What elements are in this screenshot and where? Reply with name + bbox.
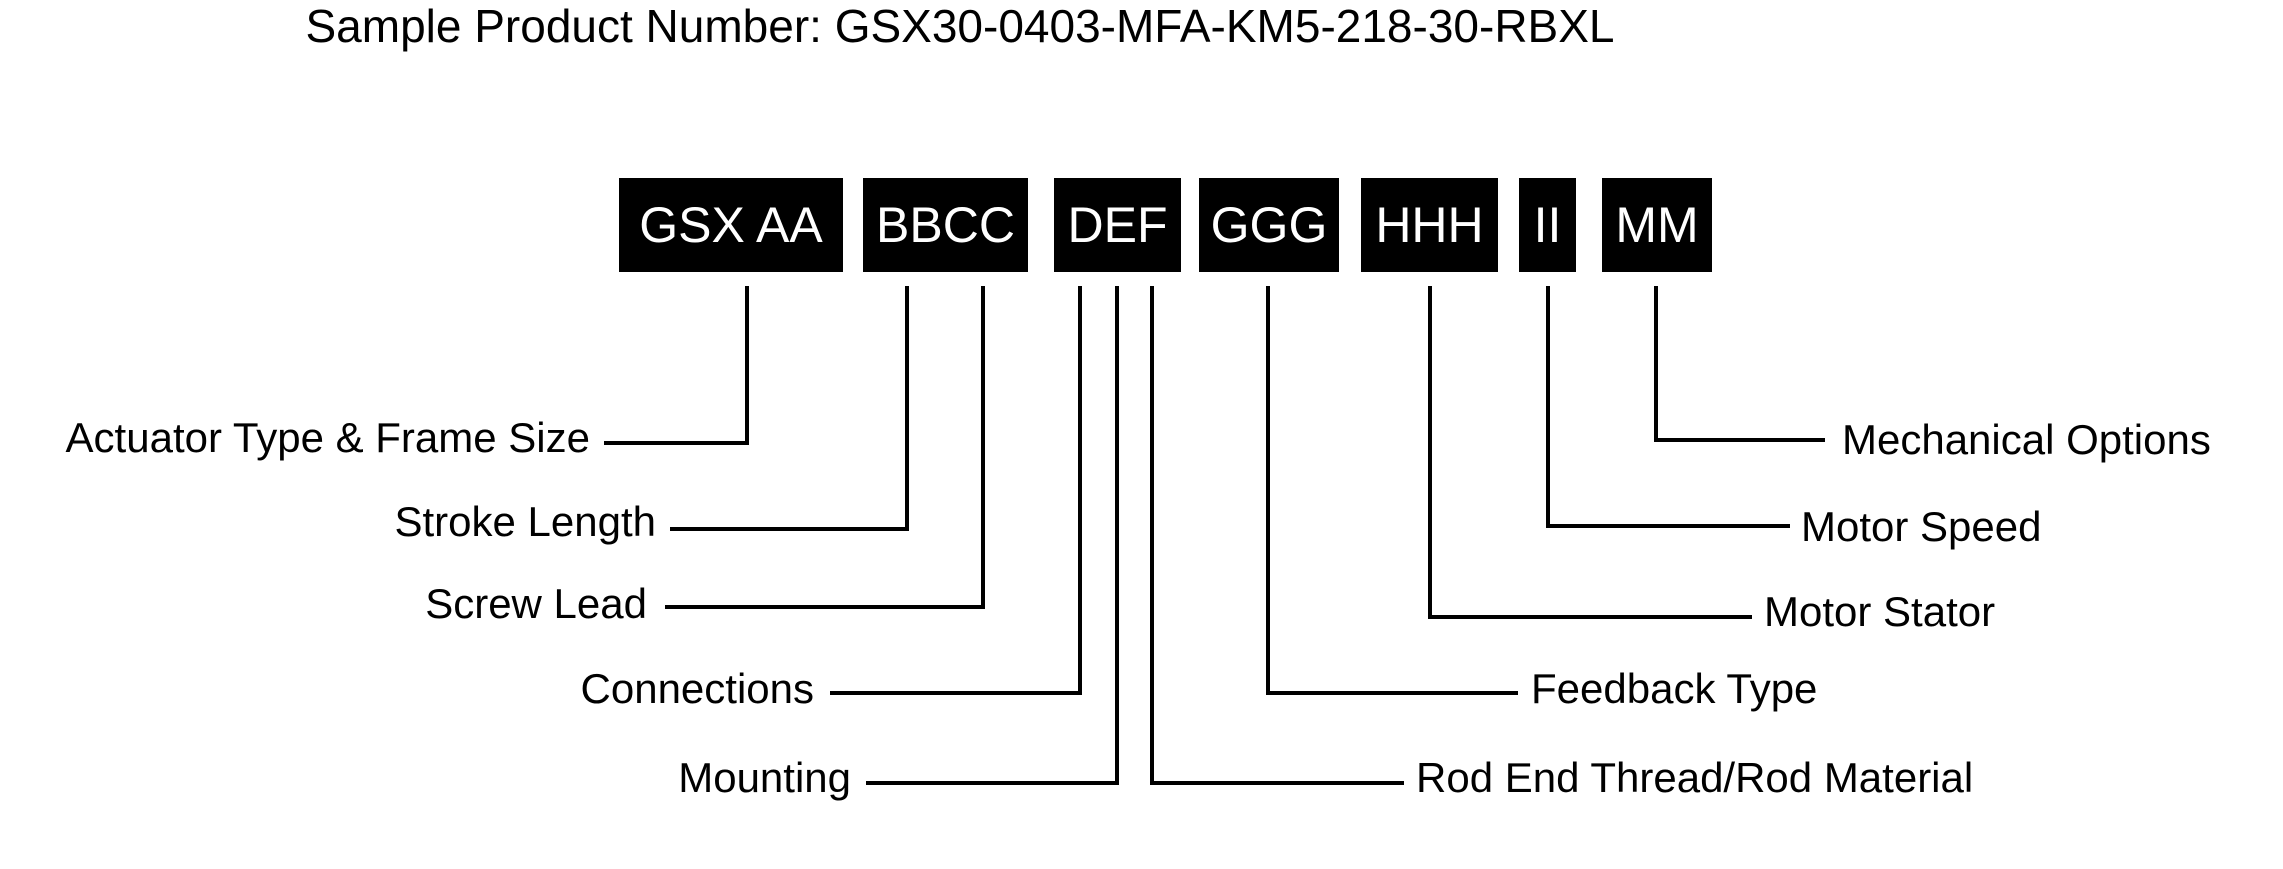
code-box-bbcc: BBCC <box>863 178 1028 272</box>
code-box-ggg: GGG <box>1199 178 1339 272</box>
code-box-def: DEF <box>1054 178 1181 272</box>
label-stroke-length: Stroke Length <box>394 498 656 545</box>
code-box-gsx-aa: GSX AA <box>619 178 843 272</box>
label-motor-speed: Motor Speed <box>1801 503 2042 550</box>
code-box-hhh: HHH <box>1361 178 1498 272</box>
label-actuator-type-frame-size: Actuator Type & Frame Size <box>65 414 590 461</box>
label-mechanical-options: Mechanical Options <box>1842 416 2211 463</box>
code-box-mm: MM <box>1602 178 1712 272</box>
label-feedback-type: Feedback Type <box>1531 665 1818 712</box>
label-rod-end-thread-rod-material: Rod End Thread/Rod Material <box>1416 754 1974 801</box>
label-motor-stator: Motor Stator <box>1764 588 1996 635</box>
code-box-ii: II <box>1519 178 1576 272</box>
diagram-title: Sample Product Number: GSX30-0403-MFA-KM… <box>305 0 1615 52</box>
label-connections: Connections <box>580 665 814 712</box>
label-mounting: Mounting <box>678 754 851 801</box>
label-screw-lead: Screw Lead <box>425 580 647 627</box>
